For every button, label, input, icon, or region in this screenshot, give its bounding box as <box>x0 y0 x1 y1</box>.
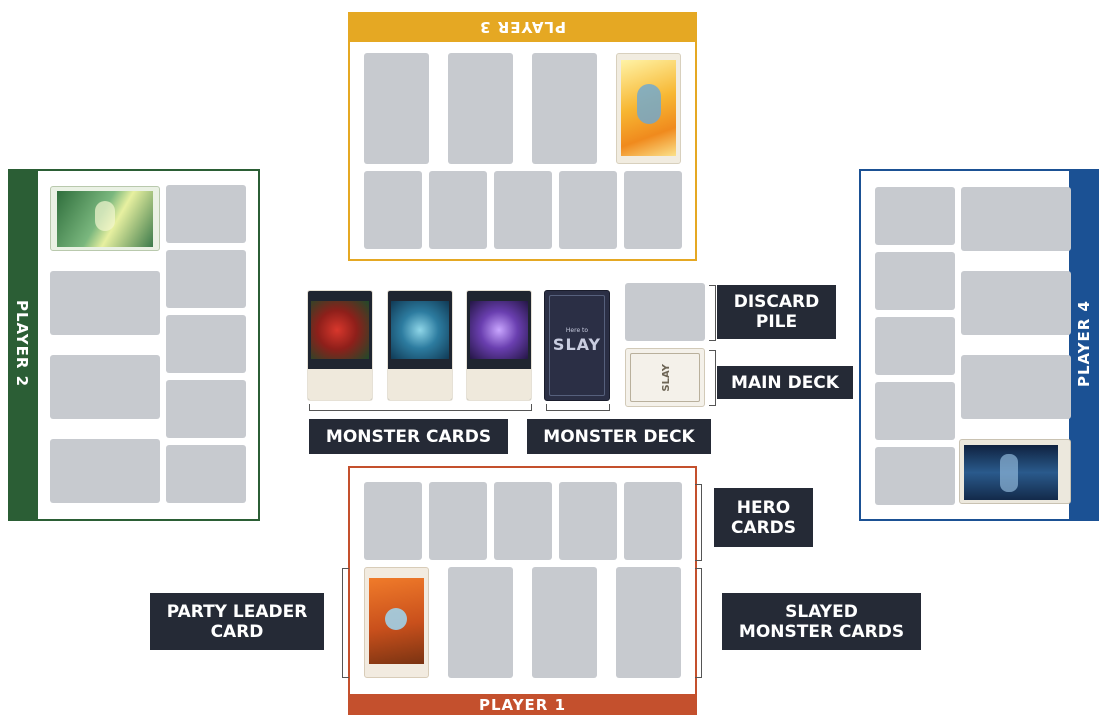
player3-label: PLAYER 3 <box>479 18 566 36</box>
card-slot <box>448 53 513 164</box>
hero-card-slot <box>624 482 682 560</box>
party-leader-line1: PARTY LEADER <box>167 602 308 622</box>
card-slot <box>961 187 1071 251</box>
slayed-monster-slot <box>616 567 681 678</box>
card-slot <box>875 187 955 245</box>
hero-cards-label: HERO CARDS <box>714 488 813 547</box>
slayed-monsters-line1: SLAYED <box>785 602 858 622</box>
main-deck-label: MAIN DECK <box>717 366 853 399</box>
main-deck-title-text: SLAY <box>661 364 672 392</box>
hero-cards-line1: HERO <box>737 498 790 518</box>
hero-card-slot <box>429 482 487 560</box>
slayed-monster-slot <box>448 567 513 678</box>
party-leader-bracket <box>342 568 349 678</box>
monster-deck: Here to SLAY <box>544 290 610 401</box>
monster-card <box>387 290 453 401</box>
card-slot <box>166 250 246 308</box>
slayed-monster-slot <box>532 567 597 678</box>
card-slot <box>875 317 955 375</box>
card-slot <box>532 53 597 164</box>
card-slot <box>875 382 955 440</box>
card-slot <box>364 53 429 164</box>
party-leader-line2: CARD <box>211 622 264 642</box>
hero-card-slot <box>494 482 552 560</box>
deck-title-big: SLAY <box>545 335 609 354</box>
player1-title-bar: PLAYER 1 <box>348 694 697 715</box>
player1-label: PLAYER 1 <box>479 696 566 714</box>
monster-cards-label: MONSTER CARDS <box>309 419 508 454</box>
party-leader-card-player4 <box>959 439 1071 504</box>
card-slot <box>429 171 487 249</box>
card-slot <box>875 252 955 310</box>
player3-title-bar: PLAYER 3 <box>348 12 697 42</box>
card-slot <box>166 185 246 243</box>
card-slot <box>50 355 160 419</box>
deck-title-small: Here to <box>545 327 609 334</box>
main-deck-title: SLAY <box>652 361 680 395</box>
party-leader-label: PARTY LEADER CARD <box>150 593 324 650</box>
card-slot <box>166 380 246 438</box>
slayed-monsters-line2: MONSTER CARDS <box>739 622 904 642</box>
discard-pile-line1: DISCARD <box>734 292 820 312</box>
discard-pile-label: DISCARD PILE <box>717 285 836 339</box>
card-slot <box>364 171 422 249</box>
party-leader-card-player1 <box>364 567 429 678</box>
player4-label: PLAYER 4 <box>1075 300 1093 387</box>
discard-pile-bracket <box>709 285 716 341</box>
card-slot <box>624 171 682 249</box>
monster-cards-bracket <box>309 404 532 411</box>
monster-card <box>466 290 532 401</box>
monster-deck-bracket <box>546 404 610 411</box>
discard-pile-slot <box>625 283 705 341</box>
hero-cards-line2: CARDS <box>731 518 796 538</box>
card-slot <box>166 315 246 373</box>
hero-card-slot <box>559 482 617 560</box>
slayed-monsters-label: SLAYED MONSTER CARDS <box>722 593 921 650</box>
hero-cards-bracket <box>695 484 702 561</box>
party-leader-card-player3 <box>616 53 681 164</box>
card-slot <box>875 447 955 505</box>
main-deck-bracket <box>709 350 716 406</box>
player2-label: PLAYER 2 <box>13 300 31 387</box>
card-slot <box>961 355 1071 419</box>
party-leader-card-player2 <box>50 186 160 251</box>
card-slot <box>559 171 617 249</box>
card-slot <box>166 445 246 503</box>
card-slot <box>50 271 160 335</box>
monster-deck-label: MONSTER DECK <box>527 419 711 454</box>
main-deck: SLAY <box>625 348 705 407</box>
discard-pile-line2: PILE <box>756 312 797 332</box>
card-slot <box>50 439 160 503</box>
card-slot <box>961 271 1071 335</box>
hero-card-slot <box>364 482 422 560</box>
slayed-monsters-bracket <box>695 568 702 678</box>
monster-card <box>307 290 373 401</box>
card-slot <box>494 171 552 249</box>
